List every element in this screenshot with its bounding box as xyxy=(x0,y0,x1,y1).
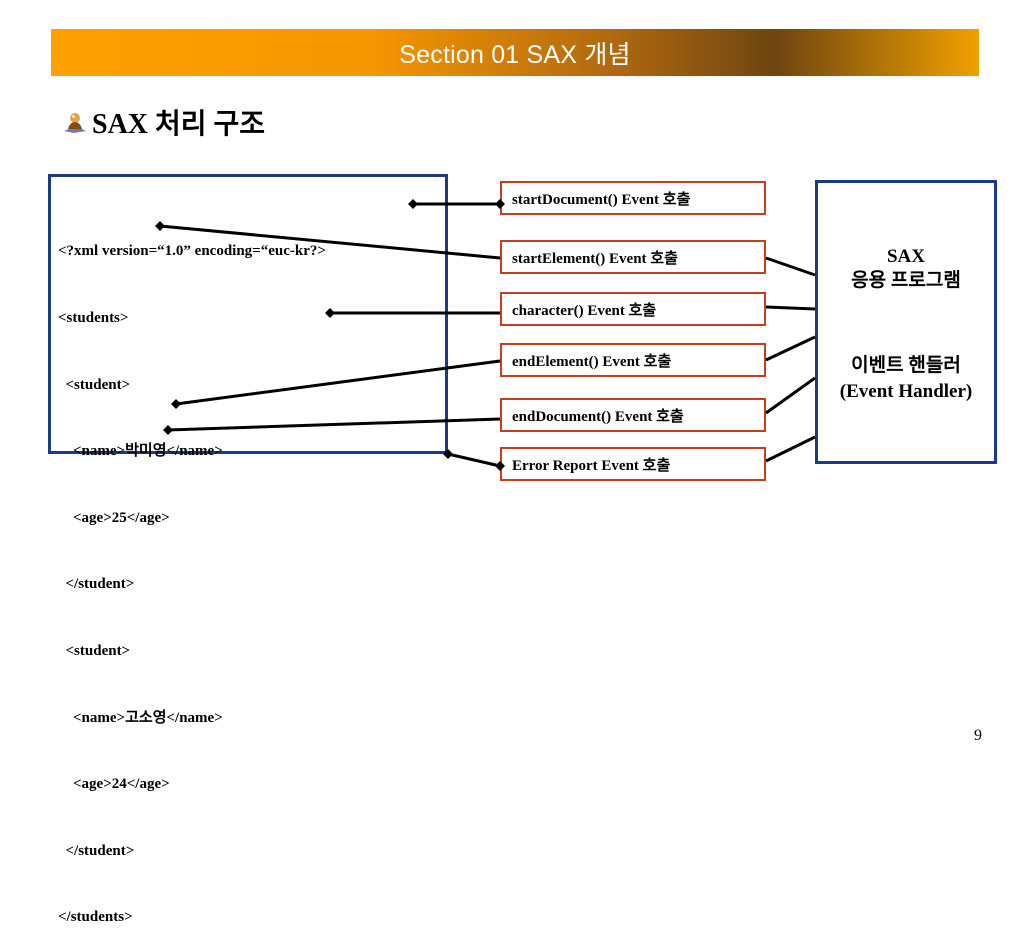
page-number: 9 xyxy=(974,727,982,744)
connector-handler-2 xyxy=(765,305,816,311)
sax-application-label: SAX 응용 프로그램 xyxy=(818,245,994,293)
person-bullet-icon xyxy=(64,113,86,133)
xml-document-content: <?xml version=“1.0” encoding=“euc-kr?> <… xyxy=(58,196,326,951)
connector-handler-4 xyxy=(765,376,816,415)
xml-line: </student> xyxy=(58,576,135,593)
event-label: Error Report Event 호출 xyxy=(512,457,671,474)
connector-handler-1 xyxy=(765,256,816,277)
connector-handler-5 xyxy=(765,435,816,463)
event-end-element: endElement() Event 호출 xyxy=(500,343,766,377)
event-start-document: startDocument() Event 호출 xyxy=(500,181,766,215)
xml-line: <?xml version=“1.0” encoding=“euc-kr?> xyxy=(58,243,326,260)
event-label: endDocument() Event 호출 xyxy=(512,408,684,425)
handler-line-2: (Event Handler) xyxy=(839,381,973,402)
xml-line: <age>25</age> xyxy=(58,509,170,526)
app-line-1: SAX xyxy=(886,246,925,267)
xml-line: <name>고소영</name> xyxy=(58,709,223,726)
app-line-2: 응용 프로그램 xyxy=(851,270,961,291)
xml-line: </student> xyxy=(58,842,135,859)
title-banner: Section 01 SAX 개념 xyxy=(51,29,979,76)
handler-line-1: 이벤트 핸들러 xyxy=(851,355,961,376)
connector-document-error xyxy=(447,452,501,468)
event-label: character() Event 호출 xyxy=(512,302,657,319)
event-label: startElement() Event 호출 xyxy=(512,250,678,267)
event-character: character() Event 호출 xyxy=(500,292,766,326)
event-end-document: endDocument() Event 호출 xyxy=(500,398,766,432)
xml-line: <student> xyxy=(58,376,131,393)
xml-line: <name>박미영</name> xyxy=(58,443,223,460)
xml-line: </students> xyxy=(58,909,133,926)
event-handler-label: 이벤트 핸들러 (Event Handler) xyxy=(818,353,994,405)
event-start-element: startElement() Event 호출 xyxy=(500,240,766,274)
slide-heading: SAX 처리 구조 xyxy=(62,102,265,142)
sax-application-box: SAX 응용 프로그램 이벤트 핸들러 (Event Handler) xyxy=(815,180,997,464)
event-error-report: Error Report Event 호출 xyxy=(500,447,766,481)
slide-section-title: Section 01 SAX 개념 xyxy=(399,40,631,69)
xml-line: <students> xyxy=(58,310,129,326)
event-label: startDocument() Event 호출 xyxy=(512,191,691,208)
heading-text: SAX 처리 구조 xyxy=(92,109,266,140)
connector-handler-3 xyxy=(765,335,816,362)
xml-line: <age>24</age> xyxy=(58,776,170,793)
event-label: endElement() Event 호출 xyxy=(512,353,672,370)
xml-line: <student> xyxy=(58,642,131,659)
